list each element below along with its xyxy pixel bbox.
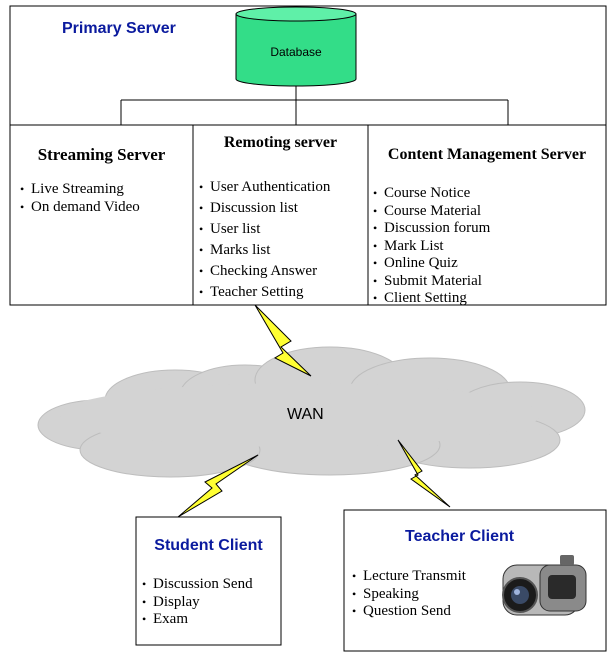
list-item: Discussion forum [373,220,490,238]
teacher-client-title: Teacher Client [405,528,515,545]
lightning-bolt-icon [397,439,451,508]
list-item: User Authentication [199,177,330,198]
list-item: Live Streaming [20,181,140,199]
list-item: Course Material [373,203,490,221]
streaming-server-title: Streaming Server [37,145,166,164]
lightning-bolt-icon [254,304,312,377]
list-item: Submit Material [373,273,490,291]
student-client-features: Discussion Send Display Exam [142,576,253,629]
database-label: Database [270,45,322,59]
video-camera-icon [502,555,587,616]
primary-server-title: Primary Server [62,20,176,37]
database-cylinder-icon [235,6,357,87]
list-item: Mark List [373,238,490,256]
list-item: Lecture Transmit [352,568,466,586]
list-item: Checking Answer [199,261,330,282]
list-item: Discussion Send [142,576,253,594]
content-management-server-title: Content Management Server [387,146,587,163]
teacher-client-features: Lecture Transmit Speaking Question Send [352,568,466,621]
content-management-server-features: Course Notice Course Material Discussion… [373,185,490,308]
list-item: On demand Video [20,199,140,217]
list-item: User list [199,219,330,240]
list-item: Speaking [352,586,466,604]
list-item: Course Notice [373,185,490,203]
list-item: Question Send [352,603,466,621]
list-item: Marks list [199,240,330,261]
student-client-title: Student Client [154,537,263,554]
list-item: Teacher Setting [199,282,330,303]
streaming-server-features: Live Streaming On demand Video [20,181,140,216]
remoting-server-title: Remoting server [223,134,338,151]
list-item: Discussion list [199,198,330,219]
wan-cloud-icon [37,346,586,478]
list-item: Client Setting [373,290,490,308]
list-item: Display [142,594,253,612]
server-connectors [120,86,509,125]
list-item: Exam [142,611,253,629]
remoting-server-features: User Authentication Discussion list User… [199,177,330,303]
list-item: Online Quiz [373,255,490,273]
wan-label: WAN [287,406,324,423]
